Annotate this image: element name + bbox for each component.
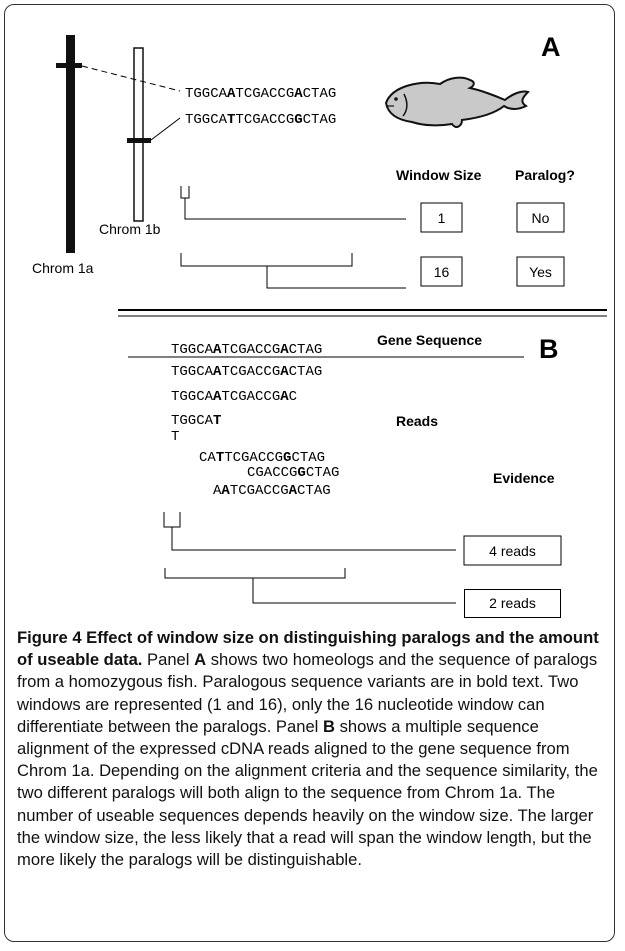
paralog-1-value: No (532, 210, 550, 226)
caption-text-3: shows a multiple sequence alignment of t… (17, 716, 598, 870)
window-1-leader (184, 198, 406, 220)
caption-title: Figure 4 Effect of window size on distin… (17, 628, 599, 670)
caption-text-1: Panel (142, 650, 195, 670)
chrom-1b-connector (150, 117, 181, 141)
window-1-value: 1 (438, 210, 446, 226)
chrom-1a-label: Chrom 1a (32, 260, 94, 276)
chrom-1b-marker (127, 138, 151, 143)
caption-panel-a: A (194, 650, 207, 670)
paralog-16-box (516, 256, 565, 287)
read: CGACCGGCTAG (247, 465, 339, 481)
read: TGGCAATCGACCGAC (171, 389, 297, 405)
evidence-1-value: 4 reads (489, 543, 536, 559)
chrom-1b-label: Chrom 1b (99, 221, 161, 237)
paralog-header: Paralog? (515, 167, 575, 183)
chrom-1a-marker (56, 63, 82, 68)
evidence-1-box (463, 535, 562, 566)
fish-icon (384, 76, 530, 128)
read: CATTCGACCGGCTAG (199, 450, 325, 466)
window-16-box (420, 256, 463, 287)
figure-diagram-bottom (252, 600, 456, 604)
window-16-value: 16 (434, 264, 450, 280)
chrom-1a-connector (81, 65, 181, 92)
window-1-bracket (180, 186, 190, 199)
window-1-leader-b (171, 527, 456, 551)
caption-text-2: shows two homeologs and the sequence of … (17, 650, 598, 736)
read: TGGCAATCGACCGACTAG (171, 364, 322, 380)
window-16-leader-b-h (252, 600, 456, 604)
read: T (171, 429, 179, 445)
window-1-bracket-b (163, 512, 181, 528)
reads-label: Reads (396, 413, 438, 429)
evidence-label: Evidence (493, 470, 555, 486)
figure-diagram: A Chrom 1b Chrom 1a TGGCAATCGACCGACTAG T… (32, 32, 607, 600)
window-16-bracket (180, 253, 353, 267)
chrom-1b-bar (133, 47, 144, 222)
caption-panel-b: B (322, 716, 335, 736)
window-16-leader (266, 266, 406, 289)
window-size-header: Window Size (396, 167, 482, 183)
gene-sequence: TGGCAATCGACCGACTAG (171, 342, 322, 358)
evidence-2-value: 2 reads (489, 595, 536, 611)
sequence-chrom-1b: TGGCATTCGACCGGCTAG (185, 112, 336, 128)
figure-frame (4, 4, 615, 942)
window-16-bracket-b (164, 568, 346, 579)
chrom-1a-bar (66, 35, 75, 253)
figure-caption: Figure 4 Effect of window size on distin… (17, 627, 613, 871)
sequence-chrom-1a: TGGCAATCGACCGACTAG (185, 86, 336, 102)
read: AATCGACCGACTAG (213, 483, 331, 499)
gene-sequence-label: Gene Sequence (377, 332, 482, 348)
read: TGGCAT (171, 413, 221, 429)
window-1-box (420, 202, 463, 233)
evidence-2-box: 2 reads (464, 589, 561, 618)
paralog-1-box (516, 202, 565, 233)
panel-b-letter: B (539, 334, 559, 364)
paralog-16-value: Yes (529, 264, 552, 280)
panel-a-letter: A (541, 32, 561, 62)
